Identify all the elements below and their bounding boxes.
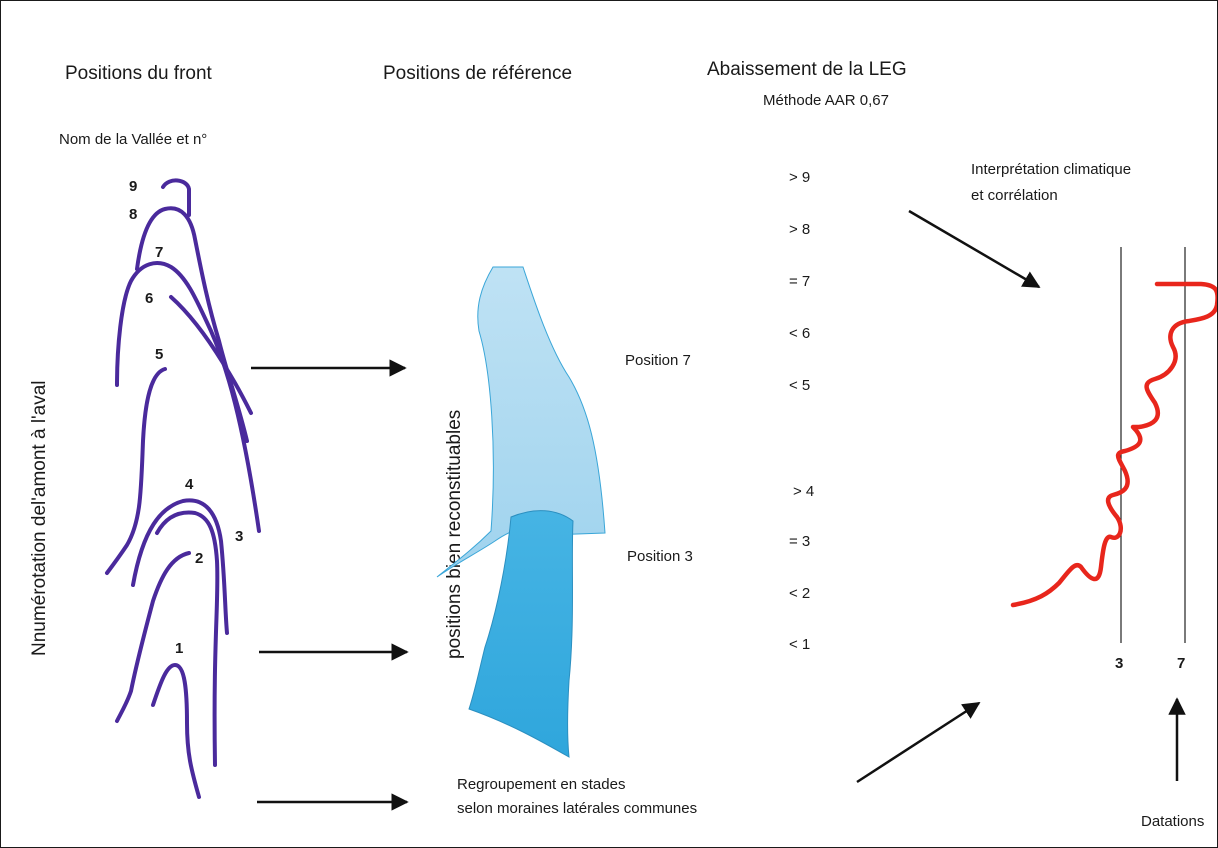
- heading-methode-aar: Méthode AAR 0,67: [763, 92, 889, 109]
- front-number-5: 5: [155, 346, 163, 363]
- leg-value-5: < 5: [789, 377, 810, 394]
- regroupement-label-line-2: selon moraines latérales communes: [457, 800, 697, 817]
- reference-label-3: 3: [1115, 655, 1123, 672]
- moraine-line-8: [137, 208, 247, 441]
- leg-value-3: = 3: [789, 533, 810, 550]
- leg-value-9: > 9: [789, 169, 810, 186]
- regroupement-label-line-1: Regroupement en stades: [457, 776, 625, 793]
- datations-label: Datations: [1141, 813, 1204, 830]
- moraine-front-lines: [107, 180, 259, 797]
- position-3-label: Position 3: [627, 548, 693, 565]
- front-number-6: 6: [145, 290, 153, 307]
- leg-value-6: < 6: [789, 325, 810, 342]
- arrow-regroupement-to-curve: [857, 703, 979, 782]
- front-number-9: 9: [129, 178, 137, 195]
- front-number-8: 8: [129, 206, 137, 223]
- valley-name-label: Nom de la Vallée et n°: [59, 131, 207, 148]
- position-7-label: Position 7: [625, 352, 691, 369]
- leg-value-7: = 7: [789, 273, 810, 290]
- climate-curve: [1013, 284, 1217, 605]
- front-number-7: 7: [155, 244, 163, 261]
- heading-abaissement-leg: Abaissement de la LEG: [707, 59, 907, 80]
- reference-label-7: 7: [1177, 655, 1185, 672]
- moraine-line-2: [117, 553, 189, 721]
- leg-values: > 9 > 8 = 7 < 6 < 5 > 4 = 3 < 2 < 1: [789, 169, 814, 653]
- moraine-line-5: [107, 369, 165, 573]
- leg-value-4: > 4: [793, 483, 814, 500]
- front-number-1: 1: [175, 640, 183, 657]
- leg-value-2: < 2: [789, 585, 810, 602]
- moraine-line-4: [133, 500, 227, 633]
- climate-label-line-1: Interprétation climatique: [971, 161, 1131, 178]
- reconstructible-positions-label: positions bien reconstituables: [444, 410, 465, 659]
- front-number-3: 3: [235, 528, 243, 545]
- heading-positions-du-front: Positions du front: [65, 63, 213, 84]
- moraine-line-1: [153, 665, 199, 797]
- front-number-2: 2: [195, 550, 203, 567]
- leg-value-1: < 1: [789, 636, 810, 653]
- arrow-climate-to-curve: [909, 211, 1039, 287]
- climate-label-line-2: et corrélation: [971, 187, 1058, 204]
- front-number-4: 4: [185, 476, 194, 493]
- heading-positions-de-reference: Positions de référence: [383, 63, 572, 84]
- leg-value-8: > 8: [789, 221, 810, 238]
- numbering-vertical-label: Nnumérotation del'amont à l'aval: [29, 380, 50, 656]
